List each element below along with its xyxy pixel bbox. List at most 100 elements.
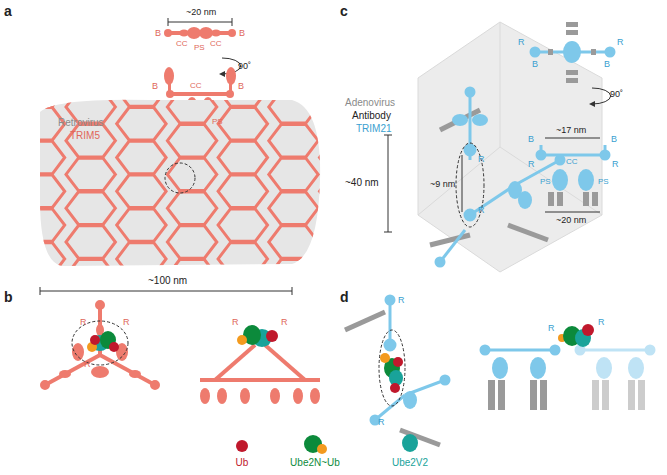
legend-swatch [302,434,328,454]
annotation-label: ~20 nm [556,216,586,225]
legend-text: Ube2V2 [392,458,428,468]
lattice-hexagon [370,192,419,224]
scale-bar [40,287,292,295]
lattice-hexagon [320,141,369,174]
annotation-label: R [378,418,385,427]
lattice-hexagon [15,175,64,207]
annotation-label: B [532,60,538,69]
annotation-label: ~100 nm [148,276,187,286]
scale-bar [545,138,600,139]
annotation-label: R [123,318,130,327]
lattice-hexagon [66,57,115,89]
lattice-hexagon [269,226,318,258]
scale-bar [168,18,232,26]
lattice-hexagon [66,125,115,157]
lattice-hexagon [15,209,64,241]
lattice-hexagon [15,108,64,140]
lattice-hexagon [370,327,419,359]
legend-swatch [236,440,248,452]
lattice-hexagon [269,57,318,89]
lattice-hexagon [117,108,166,140]
lattice-hexagon [117,74,166,106]
lattice-hexagon [0,260,14,292]
lattice-hexagon [66,293,115,325]
rotate-arrow [592,88,611,104]
lattice-hexagon [269,293,318,325]
annotation-label: ~17 nm [556,126,586,135]
annotation-label: R [281,318,288,327]
lattice-hexagon [15,243,64,275]
lattice-hexagon [15,141,64,174]
annotation-label: B [604,60,610,69]
annotation-label: R [518,38,525,47]
annotation-label: CC [210,40,222,48]
trim5-trimer-top [42,302,158,388]
lattice-hexagon [218,175,267,207]
annotation-label: B [238,82,244,91]
lattice-hexagon [421,243,470,275]
lattice-hexagon [370,57,419,89]
annotation-label: CC [190,82,202,90]
lattice-hexagon [218,243,267,275]
lattice-hexagon [218,276,267,309]
lattice-hexagon [15,276,64,309]
lattice-hexagon [320,209,369,241]
lattice-hexagon [167,226,216,258]
annotation-label: R [548,324,555,333]
lattice-hexagon [167,57,216,89]
lattice-hexagon [0,158,14,190]
trimer-circle [165,163,195,193]
annotation-label: R [612,160,619,169]
lattice-hexagon [370,260,419,292]
lattice-hexagon [218,108,267,140]
annotation-label: R [598,318,605,327]
lattice-hexagon [66,226,115,258]
lattice-hexagon [218,209,267,241]
e2-complex [558,324,594,347]
lattice-hexagon [320,40,369,72]
trim5-dimer-top [164,27,236,39]
panel-letter: d [340,290,349,304]
lattice-hexagon [269,158,318,190]
e2-complex [380,353,403,393]
lattice-hexagon [320,310,369,342]
adenovirus-capsid [418,22,602,272]
lattice-hexagon [117,310,166,342]
lattice-hexagon [117,141,166,174]
annotation-label: R [84,360,91,369]
annotation-label: Retrovirus [58,118,104,128]
lattice-hexagon [66,192,115,224]
lattice-hexagon [421,310,470,342]
panel-letter: c [340,4,348,18]
capsid-edges [418,22,602,215]
lattice-hexagon [269,91,318,123]
lattice-hexagon [117,175,166,207]
annotation-label: Antibody [352,111,391,121]
annotation-label: R [398,296,405,305]
annotation-label: TRIM21 [356,124,392,134]
lattice-hexagon [218,74,267,106]
lattice-hexagon [269,125,318,157]
lattice-hexagon [0,192,14,224]
lattice-hexagon [370,226,419,258]
e2-complex [87,331,119,352]
lattice-hexagon [15,40,64,72]
lattice-hexagon [269,192,318,224]
lattice-hexagon [66,158,115,190]
trim21-top [531,22,614,83]
trim21-pair-side [481,346,654,410]
annotation-label: B [611,135,617,144]
annotation-label: CC [566,158,578,166]
lattice-hexagon [167,192,216,224]
lattice-hexagon [167,327,216,359]
annotation-label: PS [598,178,609,186]
annotation-label: R [232,318,239,327]
lattice-hexagon [15,310,64,342]
lattice-hexagon [117,243,166,275]
panel-letter: a [4,4,12,18]
lattice-hexagon [218,40,267,72]
lattice-hexagon [167,293,216,325]
scale-bar [384,135,392,232]
annotation-label: PS [194,44,205,52]
